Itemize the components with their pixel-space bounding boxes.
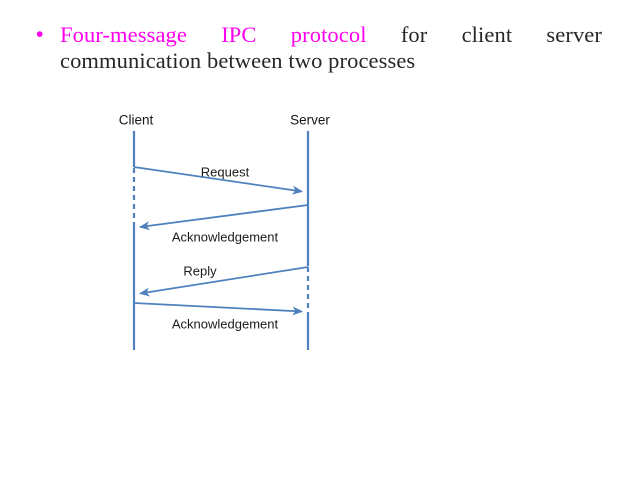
- actor-label-server: Server: [290, 112, 330, 128]
- title-line-1: Four-message IPC protocol for client ser…: [60, 22, 602, 48]
- message-label-acknowledgement-1: Acknowledgement: [171, 229, 279, 245]
- title-line-2: communication between two processes: [60, 48, 416, 73]
- title-text: Four-message IPC protocol for client ser…: [60, 22, 602, 74]
- title-word: IPC: [221, 22, 257, 47]
- title-word: Four-message: [60, 22, 187, 47]
- bullet-marker: •: [36, 23, 44, 46]
- actor-label-client: Client: [118, 112, 154, 128]
- acknowledgement-arrow-2: [133, 302, 303, 316]
- message-label-request: Request: [200, 164, 250, 180]
- acknowledgement-arrow-1: [139, 204, 309, 231]
- request-arrow: [133, 166, 303, 195]
- slide-title: • Four-message IPC protocol for client s…: [36, 22, 602, 74]
- title-word: protocol: [290, 22, 367, 47]
- title-word: for: [400, 22, 428, 47]
- message-label-reply: Reply: [183, 263, 217, 279]
- title-word: client: [461, 22, 513, 47]
- reply-arrow: [139, 266, 309, 297]
- message-label-acknowledgement-2: Acknowledgement: [171, 316, 279, 332]
- title-word: server: [546, 22, 602, 47]
